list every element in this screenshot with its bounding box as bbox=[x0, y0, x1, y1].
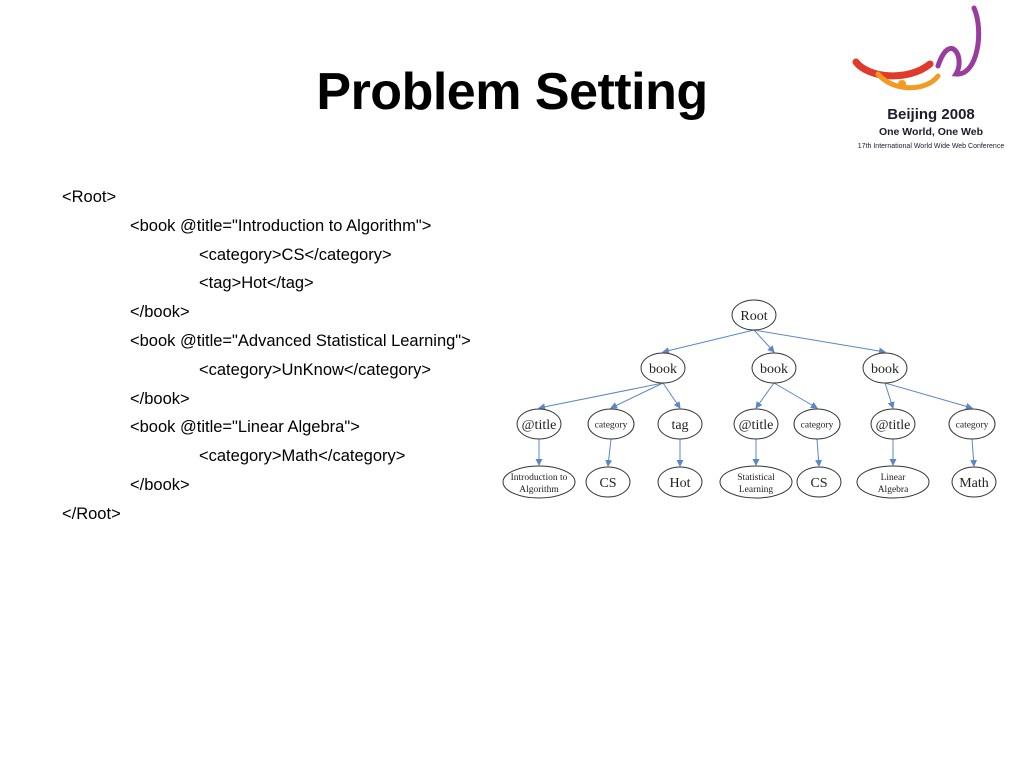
xml-line: <category>Math</category> bbox=[199, 447, 406, 466]
tree-edge bbox=[610, 382, 664, 409]
tree-edge bbox=[753, 329, 775, 353]
logo-swirl-icon bbox=[852, 5, 982, 91]
tree-node-cat1: category bbox=[587, 408, 635, 440]
tree-edge bbox=[970, 438, 978, 467]
tree-node-label: Root bbox=[740, 309, 767, 324]
tree-node-book3: book bbox=[862, 352, 908, 384]
xml-line: <book @title="Advanced Statistical Learn… bbox=[130, 331, 471, 350]
tree-node-label: Linear bbox=[881, 473, 907, 483]
tree-node-book1: book bbox=[640, 352, 686, 384]
tree-node-label: Statistical bbox=[737, 473, 775, 483]
xml-line: </book> bbox=[130, 389, 190, 408]
tree-edge bbox=[662, 329, 755, 354]
tree-node-label: @title bbox=[739, 418, 774, 433]
tree-node-v_tag1: Hot bbox=[657, 466, 703, 498]
tree-edge bbox=[755, 382, 775, 409]
tree-edge bbox=[605, 438, 613, 467]
tree-node-cat2: category bbox=[793, 408, 841, 440]
tree-node-label: Learning bbox=[739, 485, 774, 495]
tree-node-label: CS bbox=[810, 476, 827, 491]
tree-node-v_cat2: CS bbox=[796, 466, 842, 498]
tree-edge bbox=[884, 382, 973, 410]
www2008-logo: Beijing 2008 One World, One Web 17th Int… bbox=[838, 0, 1024, 160]
xml-line: </book> bbox=[130, 475, 190, 494]
tree-node-label: category bbox=[801, 420, 834, 430]
tree-node-book2: book bbox=[751, 352, 797, 384]
tree-node-label: tag bbox=[671, 418, 688, 433]
tree-node-label: Math bbox=[959, 476, 989, 491]
logo-line-2: One World, One Web bbox=[878, 126, 984, 138]
tree-node-root: Root bbox=[731, 299, 777, 331]
xml-line: <Root> bbox=[62, 188, 117, 206]
tree-node-title3: @title bbox=[870, 408, 916, 440]
tree-node-label: book bbox=[871, 362, 899, 377]
tree-node-label: category bbox=[956, 420, 989, 430]
tree-node-label: Introduction to bbox=[511, 473, 568, 483]
tree-edge bbox=[884, 382, 895, 409]
tree-node-title2: @title bbox=[733, 408, 779, 440]
tree-edge bbox=[662, 382, 681, 409]
tree-edge bbox=[753, 329, 886, 355]
xml-code-block: <Root> <book @title="Introduction to Algo… bbox=[62, 183, 471, 529]
tree-node-tag1: tag bbox=[657, 408, 703, 440]
xml-line: <book @title="Introduction to Algorithm"… bbox=[130, 216, 432, 235]
tree-node-label: category bbox=[595, 420, 628, 430]
tree-node-label: Hot bbox=[670, 476, 691, 491]
tree-node-label: Algorithm bbox=[519, 485, 559, 495]
tree-node-v_cat3: Math bbox=[951, 466, 997, 498]
tree-edge bbox=[538, 382, 664, 411]
tree-node-cat3: category bbox=[948, 408, 996, 440]
tree-node-label: book bbox=[760, 362, 788, 377]
tree-node-label: CS bbox=[599, 476, 616, 491]
xml-tree-diagram: Root book book book @title category tag @title c… bbox=[502, 299, 997, 499]
xml-line: <book @title="Linear Algebra"> bbox=[130, 418, 360, 437]
slide-title: Problem Setting bbox=[316, 63, 708, 121]
tree-node-title1: @title bbox=[516, 408, 562, 440]
xml-line: <category>CS</category> bbox=[199, 245, 392, 264]
tree-edge bbox=[773, 382, 818, 409]
tree-node-label: @title bbox=[522, 418, 557, 433]
logo-line-3: 17th International World Wide Web Confer… bbox=[857, 143, 1005, 150]
logo-line-1: Beijing 2008 bbox=[887, 106, 975, 123]
tree-node-label: Algebra bbox=[878, 485, 909, 495]
tree-edge bbox=[815, 438, 823, 467]
xml-line: <tag>Hot</tag> bbox=[199, 274, 314, 293]
xml-line: </book> bbox=[130, 303, 190, 322]
tree-node-label: book bbox=[649, 362, 677, 377]
tree-node-v_cat1: CS bbox=[585, 466, 631, 498]
tree-node-label: @title bbox=[876, 418, 911, 433]
tree-node-v_title1: Introduction to Algorithm bbox=[502, 465, 576, 499]
xml-line: <category>UnKnow</category> bbox=[199, 360, 432, 379]
xml-line: </Root> bbox=[62, 504, 121, 523]
